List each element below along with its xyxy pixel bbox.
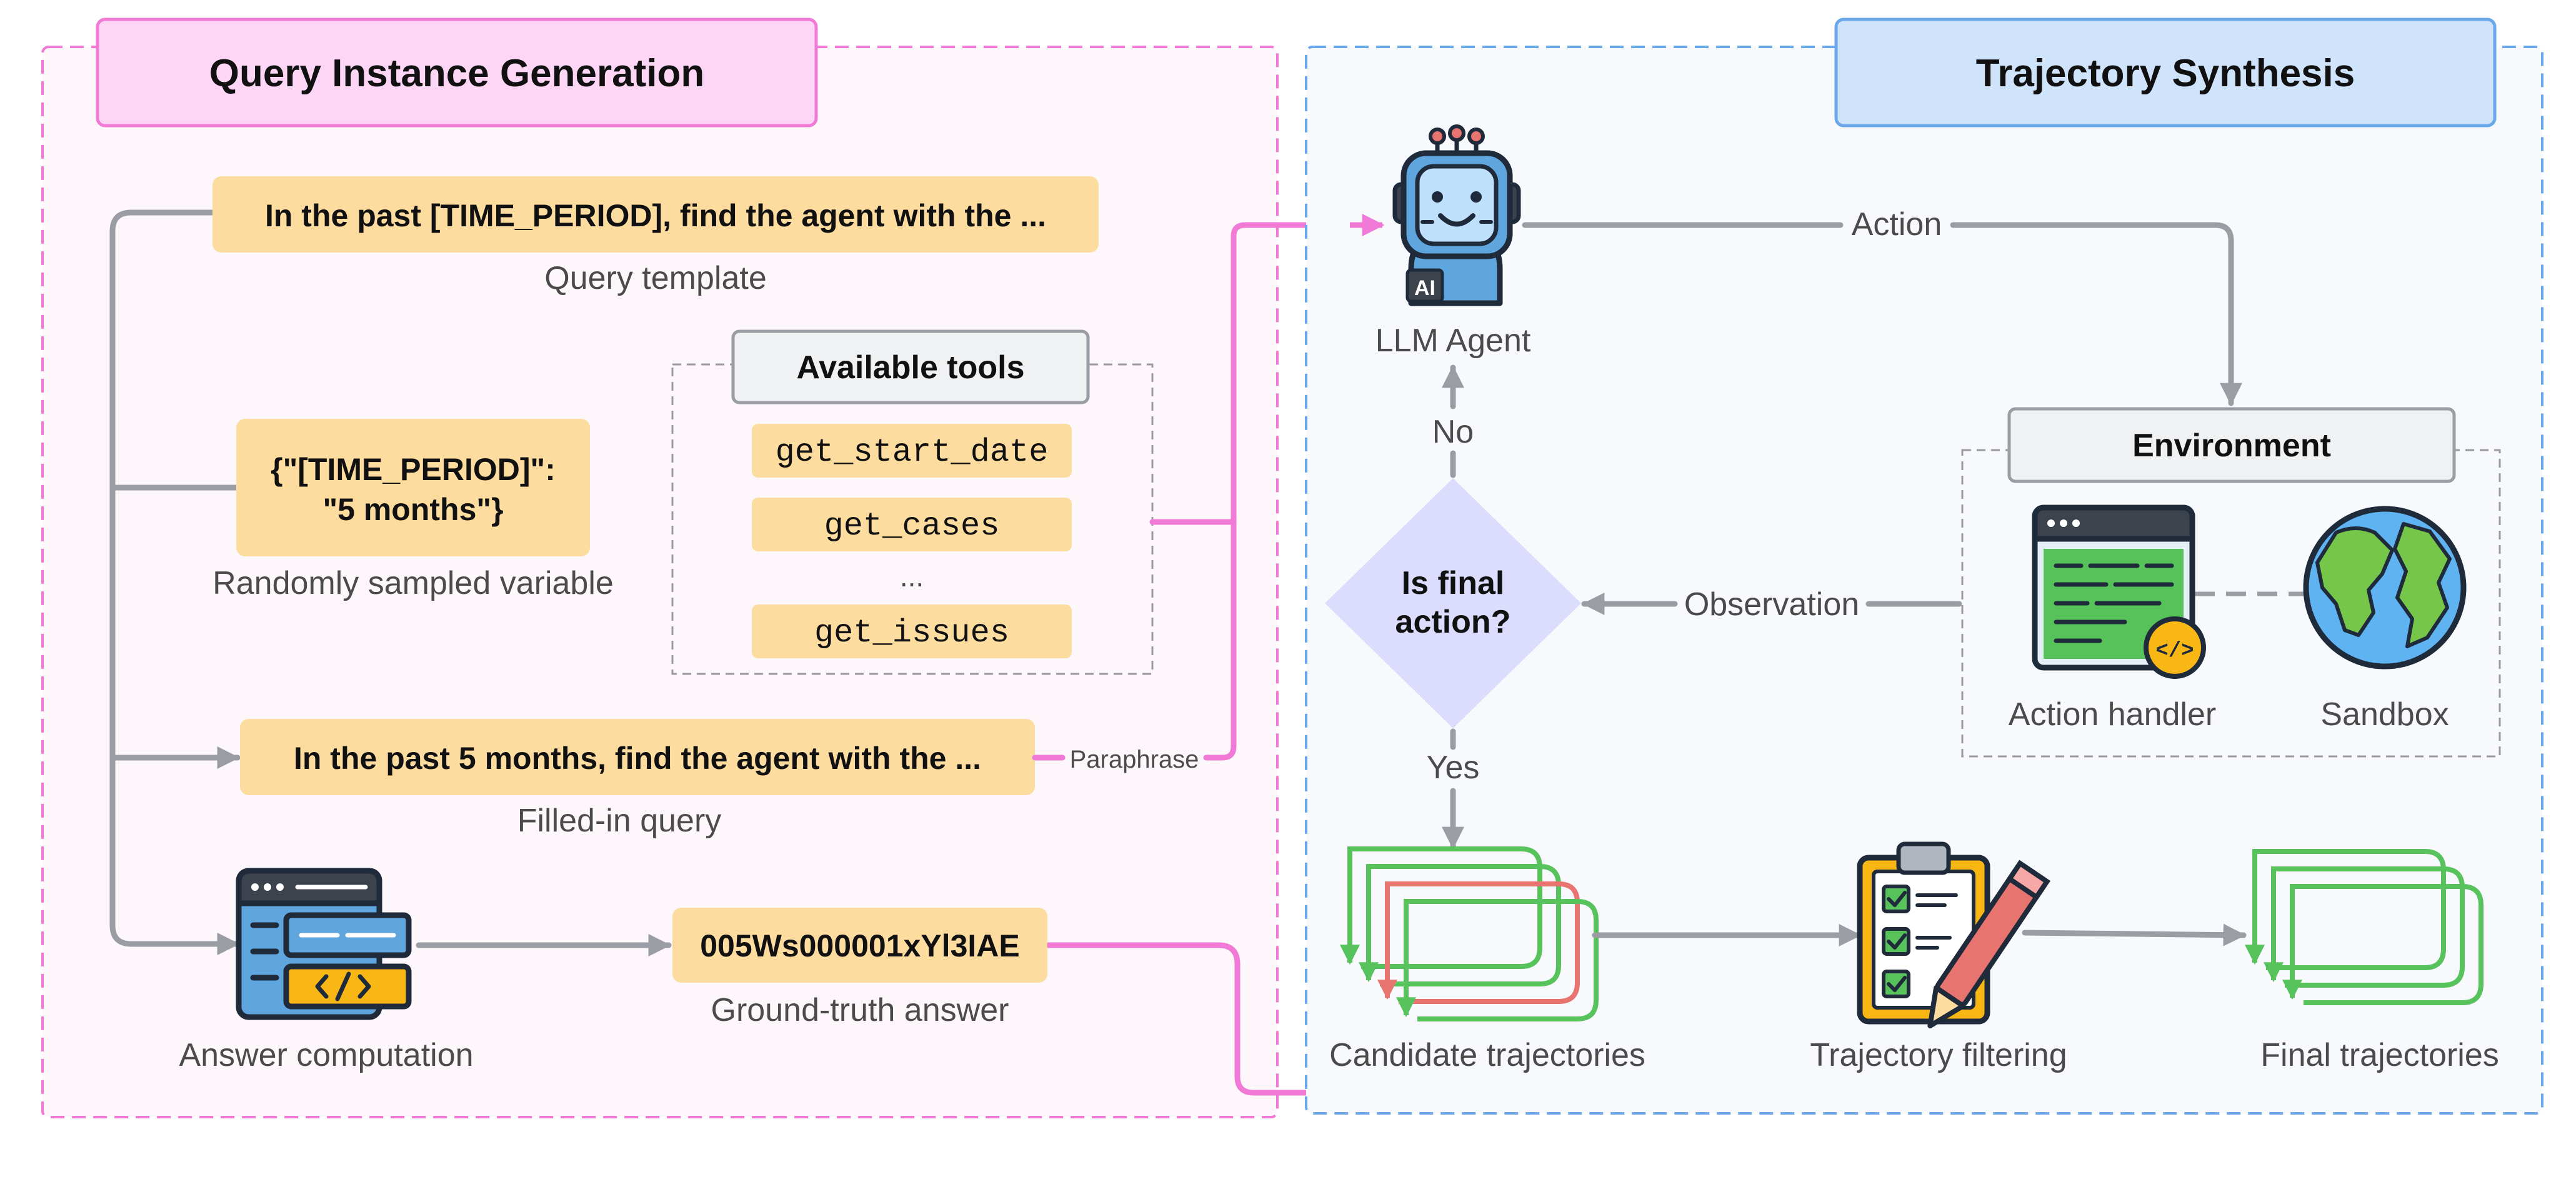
action-arrow bbox=[1522, 222, 2242, 406]
available-tools-group: Available tools get_start_date get_cases… bbox=[671, 329, 1154, 675]
query-template-label: Query template bbox=[544, 260, 767, 296]
left-panel: Query Instance Generation bbox=[41, 18, 1279, 1118]
template-connector bbox=[109, 209, 241, 955]
sampled-variable-line2: "5 months"} bbox=[322, 492, 503, 527]
right-panel-header bbox=[1834, 18, 2497, 128]
ground-truth-label: Ground-truth answer bbox=[711, 992, 1009, 1028]
code-window-icon bbox=[236, 868, 412, 1020]
terminal-icon: </> bbox=[2032, 504, 2206, 679]
filled-query-box bbox=[240, 719, 1035, 795]
query-template-text: In the past [TIME_PERIOD], find the agen… bbox=[265, 198, 1046, 233]
decision-line1: Is final bbox=[1402, 565, 1505, 601]
final-action-decision bbox=[1325, 478, 1581, 728]
code-badge: </> bbox=[2155, 640, 2194, 663]
no-label: No bbox=[1432, 414, 1474, 450]
left-panel-header bbox=[96, 18, 818, 128]
action-label: Action bbox=[1852, 206, 1942, 243]
decision-line2: action? bbox=[1395, 604, 1511, 640]
robot-badge: AI bbox=[1414, 276, 1435, 300]
environment-header bbox=[2007, 407, 2456, 483]
available-tools-title: Available tools bbox=[796, 349, 1024, 386]
final-trajectories-label: Final trajectories bbox=[2260, 1037, 2499, 1073]
ground-truth-box bbox=[672, 908, 1047, 983]
query-template-box bbox=[212, 176, 1099, 253]
tool-item bbox=[752, 498, 1072, 551]
tool-item-label: get_cases bbox=[824, 508, 1000, 544]
paraphrase-label: Paraphrase bbox=[1070, 746, 1199, 773]
trajectory-filtering-label: Trajectory filtering bbox=[1810, 1037, 2067, 1073]
tool-item bbox=[752, 424, 1072, 478]
clipboard-icon bbox=[1857, 841, 2050, 1029]
right-panel-title: Trajectory Synthesis bbox=[1976, 52, 2355, 95]
left-panel-title: Query Instance Generation bbox=[209, 52, 704, 95]
answer-computation-label: Answer computation bbox=[179, 1037, 473, 1073]
available-tools-header bbox=[731, 329, 1090, 404]
ground-truth-value: 005Ws000001xYl3IAE bbox=[700, 928, 1019, 963]
robot-icon: AI bbox=[1392, 124, 1521, 306]
llm-agent-label: LLM Agent bbox=[1375, 323, 1531, 359]
sandbox-label: Sandbox bbox=[2320, 696, 2449, 733]
sampled-variable-line1: {"[TIME_PERIOD]": bbox=[271, 452, 556, 487]
filled-query-text: In the past 5 months, find the agent wit… bbox=[294, 741, 981, 776]
tool-item-label: get_start_date bbox=[776, 434, 1049, 471]
yes-label: Yes bbox=[1427, 750, 1480, 786]
environment-title: Environment bbox=[2132, 428, 2331, 464]
observation-label: Observation bbox=[1684, 586, 1859, 623]
candidate-trajectories-label: Candidate trajectories bbox=[1329, 1037, 1645, 1073]
tool-ellipsis: ... bbox=[900, 560, 924, 593]
tool-item bbox=[752, 605, 1072, 658]
sampled-variable-box bbox=[236, 419, 590, 556]
sampled-variable-label: Randomly sampled variable bbox=[212, 565, 614, 601]
globe-icon bbox=[2303, 506, 2467, 670]
tool-item-label: get_issues bbox=[814, 615, 1009, 651]
filled-query-label: Filled-in query bbox=[517, 803, 722, 839]
action-handler-label: Action handler bbox=[2009, 696, 2216, 733]
candidate-trajectories-icon bbox=[1340, 846, 1599, 1021]
final-arrow bbox=[2022, 923, 2247, 946]
final-trajectories-icon bbox=[2245, 849, 2484, 1005]
environment-group: Environment bbox=[1961, 407, 2501, 758]
